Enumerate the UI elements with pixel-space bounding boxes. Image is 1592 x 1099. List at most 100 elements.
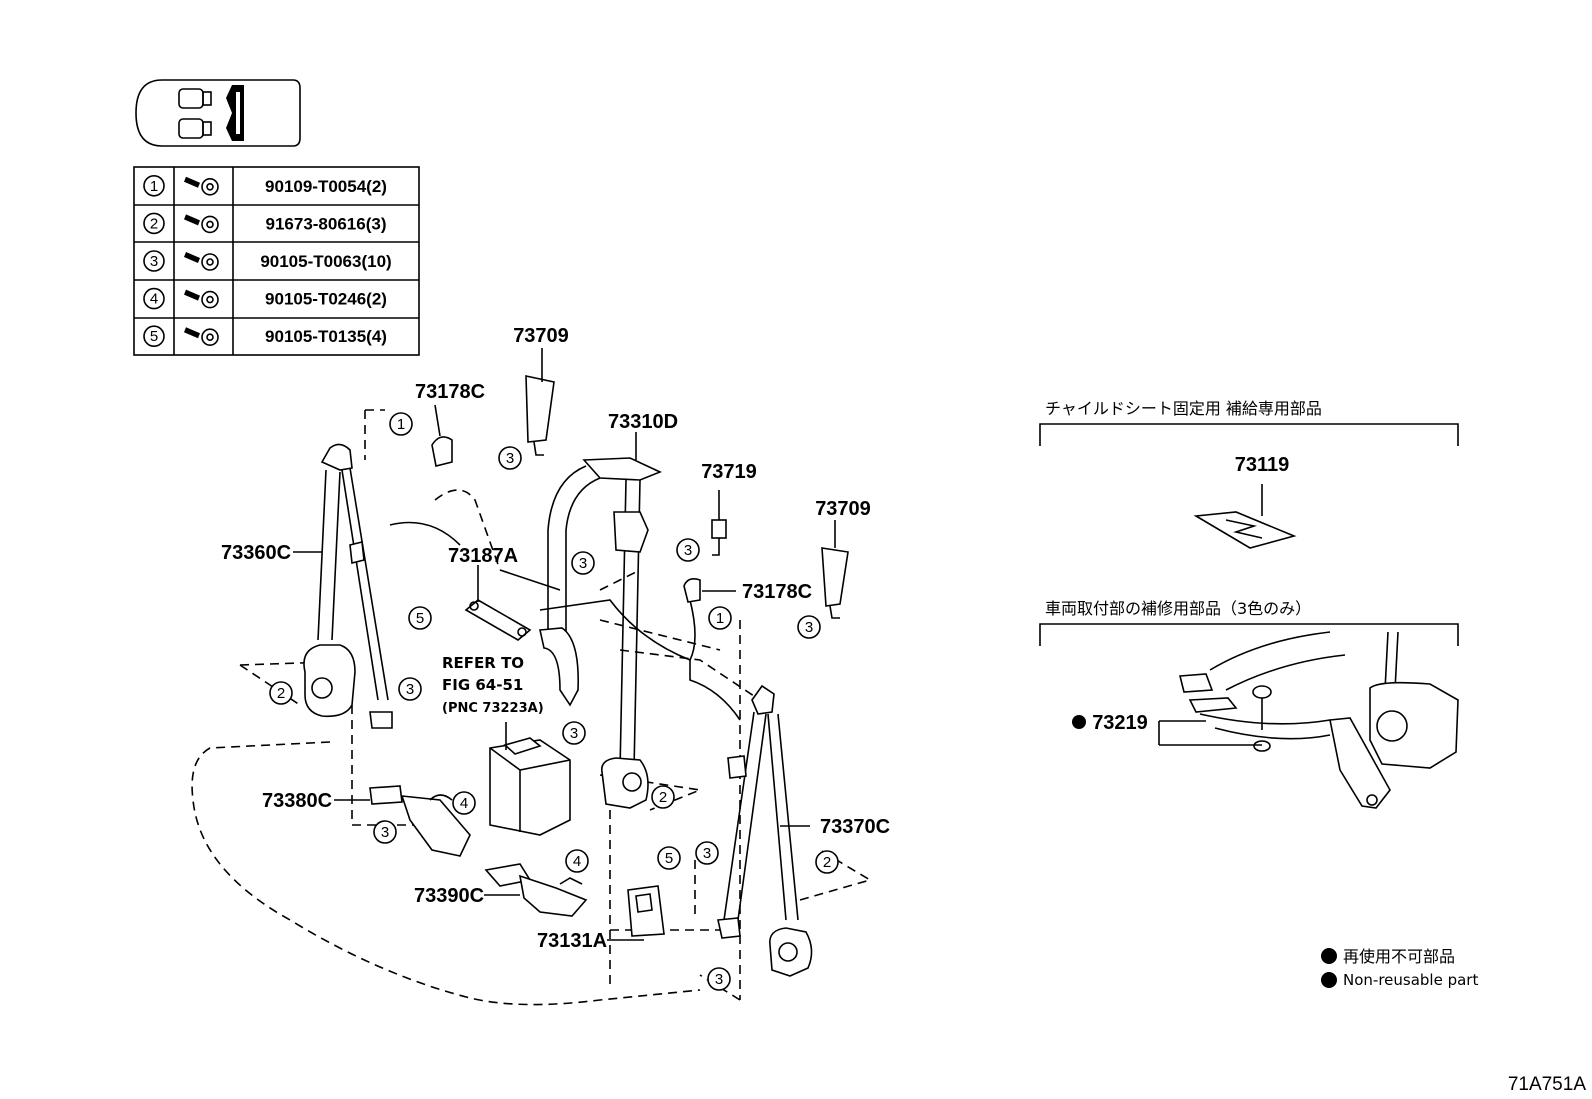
callout-key: 4 <box>573 853 581 870</box>
buckle-73380c-drawing <box>369 785 471 857</box>
callout-key: 5 <box>416 610 424 627</box>
callout-key: 3 <box>715 971 723 988</box>
part-label-73380c[interactable]: 73380C <box>262 790 332 812</box>
fastener-table <box>133 166 420 356</box>
callout-circle <box>695 841 719 865</box>
fastener-key: 1 <box>150 178 158 195</box>
reference-note-line-3: (PNC 73223A) <box>442 701 544 716</box>
legend: 再使用不可部品 Non-reusable part <box>1321 947 1478 989</box>
callout-key: 1 <box>397 416 405 433</box>
fastener-callout[interactable]: 3 <box>571 551 595 575</box>
callout-key: 1 <box>716 610 724 627</box>
fastener-callout[interactable]: 3 <box>695 841 719 865</box>
callout-circle <box>452 791 476 815</box>
part-label-73719[interactable]: 73719 <box>701 461 757 483</box>
section-brackets <box>1039 423 1459 646</box>
callout-key: 5 <box>665 850 673 867</box>
fastener-callout[interactable]: 2 <box>815 850 839 874</box>
bolt-icon <box>184 214 219 234</box>
part-label-73178c-b[interactable]: 73178C <box>742 581 812 603</box>
fastener-row[interactable]: 5 90105-T0135(4) <box>143 325 387 348</box>
reference-note-line-2: FIG 64-51 <box>442 676 523 694</box>
bolt-icon <box>184 252 219 271</box>
callout-circle <box>373 820 397 844</box>
fastener-part-number[interactable]: 90109-T0054(2) <box>265 177 387 196</box>
fastener-callout[interactable]: 3 <box>498 446 522 470</box>
callout-circle <box>708 606 732 630</box>
vehicle-location-icon <box>135 79 301 147</box>
legend-marker-jp <box>1321 948 1337 964</box>
part-label-73119[interactable]: 73119 <box>1235 454 1290 476</box>
part-label-73370c[interactable]: 73370C <box>820 816 890 838</box>
belt-73360c-drawing <box>303 443 393 729</box>
callout-key: 2 <box>659 789 667 806</box>
repair-section-title: 車両取付部の補修用部品（3色のみ） <box>1045 599 1311 618</box>
callout-key: 3 <box>570 725 578 742</box>
child-seat-section-title: チャイルドシート固定用 補給専用部品 <box>1045 399 1322 418</box>
callout-circle <box>269 681 293 705</box>
fastener-part-number[interactable]: 90105-T0246(2) <box>265 290 387 309</box>
fastener-callout[interactable]: 2 <box>651 785 675 809</box>
fastener-row[interactable]: 2 91673-80616(3) <box>143 212 387 235</box>
fastener-part-number[interactable]: 90105-T0063(10) <box>260 252 391 271</box>
fastener-key-circle <box>143 287 165 310</box>
fastener-key-circle <box>143 212 165 235</box>
fastener-key: 2 <box>150 215 158 232</box>
callout-circle <box>389 412 413 436</box>
part-label-73219[interactable]: 73219 <box>1092 712 1148 734</box>
callout-circle <box>398 677 422 701</box>
part-label-73131a[interactable]: 73131A <box>537 930 607 952</box>
callout-circle <box>565 849 589 873</box>
part-label-73709-a[interactable]: 73709 <box>513 325 569 347</box>
callout-key: 3 <box>406 681 414 698</box>
callout-circle <box>657 846 681 870</box>
fastener-callout[interactable]: 4 <box>565 849 589 873</box>
anchor-cover-73709-drawing <box>525 375 849 619</box>
part-label-73187a[interactable]: 73187A <box>448 545 518 567</box>
fastener-callout[interactable]: 3 <box>797 615 821 639</box>
fastener-part-number[interactable]: 91673-80616(3) <box>266 214 387 233</box>
part-label-73709-b[interactable]: 73709 <box>815 498 871 520</box>
callout-key: 2 <box>277 685 285 702</box>
legend-marker-en <box>1321 972 1337 988</box>
callout-key: 3 <box>579 555 587 572</box>
fastener-callout[interactable]: 1 <box>389 412 413 436</box>
fastener-callout[interactable]: 4 <box>452 791 476 815</box>
fastener-callout[interactable]: 3 <box>707 967 731 991</box>
part-label-73360c[interactable]: 73360C <box>221 542 291 564</box>
callout-circle <box>408 606 432 630</box>
repair-kit-73219-drawing <box>1178 631 1459 809</box>
leader-lines <box>293 348 1263 941</box>
fastener-row[interactable]: 1 90109-T0054(2) <box>143 175 387 197</box>
callout-circle <box>651 785 675 809</box>
callout-circle <box>498 446 522 470</box>
fastener-key-circle <box>143 250 165 272</box>
fastener-callout[interactable]: 3 <box>562 721 586 745</box>
callout-key: 4 <box>460 795 468 812</box>
reference-box-drawing <box>489 737 571 836</box>
fastener-callout[interactable]: 1 <box>708 606 732 630</box>
fastener-callout[interactable]: 2 <box>269 681 293 705</box>
non-reusable-marker <box>1072 715 1086 729</box>
callout-key: 3 <box>684 542 692 559</box>
fastener-callout[interactable]: 5 <box>657 846 681 870</box>
fastener-callout[interactable]: 3 <box>676 538 700 562</box>
part-label-73310d[interactable]: 73310D <box>608 411 678 433</box>
part-label-73390c[interactable]: 73390C <box>414 885 484 907</box>
callout-key: 3 <box>703 845 711 862</box>
legend-en-text: Non-reusable part <box>1343 971 1478 989</box>
callout-key: 3 <box>805 619 813 636</box>
fastener-callout[interactable]: 5 <box>408 606 432 630</box>
fastener-part-number[interactable]: 90105-T0135(4) <box>265 327 387 346</box>
bolt-icon <box>184 327 219 347</box>
cap-73178c-drawing <box>431 436 701 603</box>
fastener-callout[interactable]: 3 <box>373 820 397 844</box>
bolt-icon <box>184 176 219 196</box>
callout-circle <box>707 967 731 991</box>
fastener-callout[interactable]: 3 <box>398 677 422 701</box>
part-label-73178c-a[interactable]: 73178C <box>415 381 485 403</box>
callout-circle <box>571 551 595 575</box>
fastener-key: 5 <box>150 328 158 345</box>
